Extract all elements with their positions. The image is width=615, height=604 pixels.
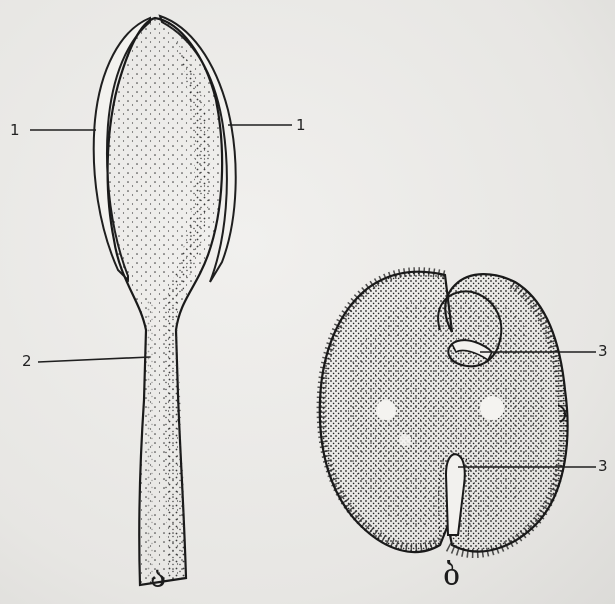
- label-3-upper: 3: [598, 342, 608, 360]
- left-specimen: [94, 16, 236, 585]
- label-3-lower: 3: [598, 457, 608, 475]
- label-left-1: 1: [10, 121, 20, 139]
- caption-left: ა: [150, 560, 166, 595]
- caption-right: ბ: [443, 558, 460, 593]
- label-right-1: 1: [296, 116, 306, 134]
- right-specimen: [320, 272, 568, 554]
- label-2: 2: [22, 352, 32, 370]
